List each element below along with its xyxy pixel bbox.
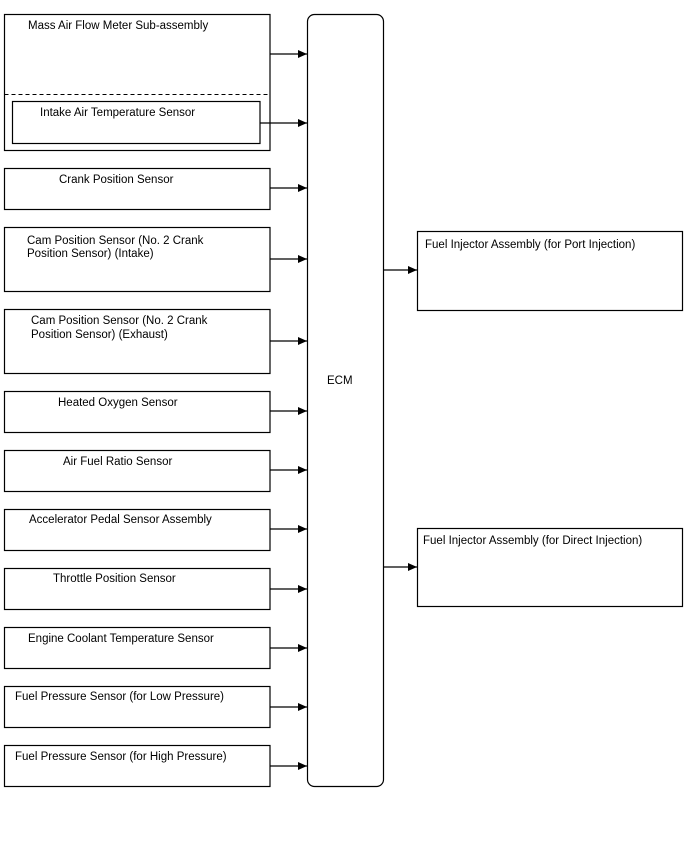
input-fuel-pressure-sensor-high: Fuel Pressure Sensor (for High Pressure) [3,744,271,788]
throttle-position-sensor-label: Throttle Position Sensor [53,573,176,585]
ecm-block: ECM [306,13,385,788]
input-throttle-position-sensor: Throttle Position Sensor [3,567,271,611]
crank-position-sensor-box [3,167,271,211]
mass-air-flow-meter-box [3,13,271,152]
input-engine-coolant-temperature-sensor: Engine Coolant Temperature Sensor [3,626,271,670]
input-crank-position-sensor: Crank Position Sensor [3,167,271,211]
output-arrows [383,266,417,571]
input-arrows [260,50,307,770]
accelerator-pedal-sensor-label: Accelerator Pedal Sensor Assembly [29,514,212,526]
fuel-injector-port-label: Fuel Injector Assembly (for Port Injecti… [425,239,635,251]
intake-air-temperature-sensor-label: Intake Air Temperature Sensor [40,107,195,119]
ecm-box [306,13,385,788]
input-air-fuel-ratio-sensor: Air Fuel Ratio Sensor [3,449,271,493]
accelerator-pedal-sensor-box [3,508,271,552]
crank-position-sensor-label: Crank Position Sensor [59,174,174,186]
input-cam-position-sensor-exhaust: Cam Position Sensor (No. 2 Crank Positio… [3,308,271,375]
input-cam-position-sensor-intake: Cam Position Sensor (No. 2 Crank Positio… [3,226,271,293]
heated-oxygen-sensor-box [3,390,271,434]
cam-position-sensor-intake-label-line2: Position Sensor) (Intake) [27,248,154,260]
cam-position-sensor-intake-label-line1: Cam Position Sensor (No. 2 Crank [27,235,204,247]
output-fuel-injector-port: Fuel Injector Assembly (for Port Injecti… [416,230,684,312]
input-heated-oxygen-sensor: Heated Oxygen Sensor [3,390,271,434]
cam-position-sensor-exhaust-label-line1: Cam Position Sensor (No. 2 Crank [31,315,208,327]
engine-coolant-temperature-sensor-label: Engine Coolant Temperature Sensor [28,633,214,645]
fuel-pressure-sensor-low-label: Fuel Pressure Sensor (for Low Pressure) [15,691,224,703]
ecm-label: ECM [327,375,353,387]
output-fuel-injector-direct: Fuel Injector Assembly (for Direct Injec… [416,527,684,608]
input-accelerator-pedal-sensor: Accelerator Pedal Sensor Assembly [3,508,271,552]
cam-position-sensor-exhaust-label-line2: Position Sensor) (Exhaust) [31,329,168,341]
air-fuel-ratio-sensor-box [3,449,271,493]
fuel-injector-direct-label: Fuel Injector Assembly (for Direct Injec… [423,535,642,547]
fuel-injector-direct-box [416,527,684,608]
input-fuel-pressure-sensor-low: Fuel Pressure Sensor (for Low Pressure) [3,685,271,729]
fuel-pressure-sensor-high-label: Fuel Pressure Sensor (for High Pressure) [15,751,227,763]
input-mass-air-flow-meter: Mass Air Flow Meter Sub-assembly Intake … [3,13,271,152]
fuel-injector-port-box [416,230,684,312]
heated-oxygen-sensor-label: Heated Oxygen Sensor [58,397,178,409]
air-fuel-ratio-sensor-label: Air Fuel Ratio Sensor [63,456,172,468]
mass-air-flow-meter-label: Mass Air Flow Meter Sub-assembly [28,20,208,32]
